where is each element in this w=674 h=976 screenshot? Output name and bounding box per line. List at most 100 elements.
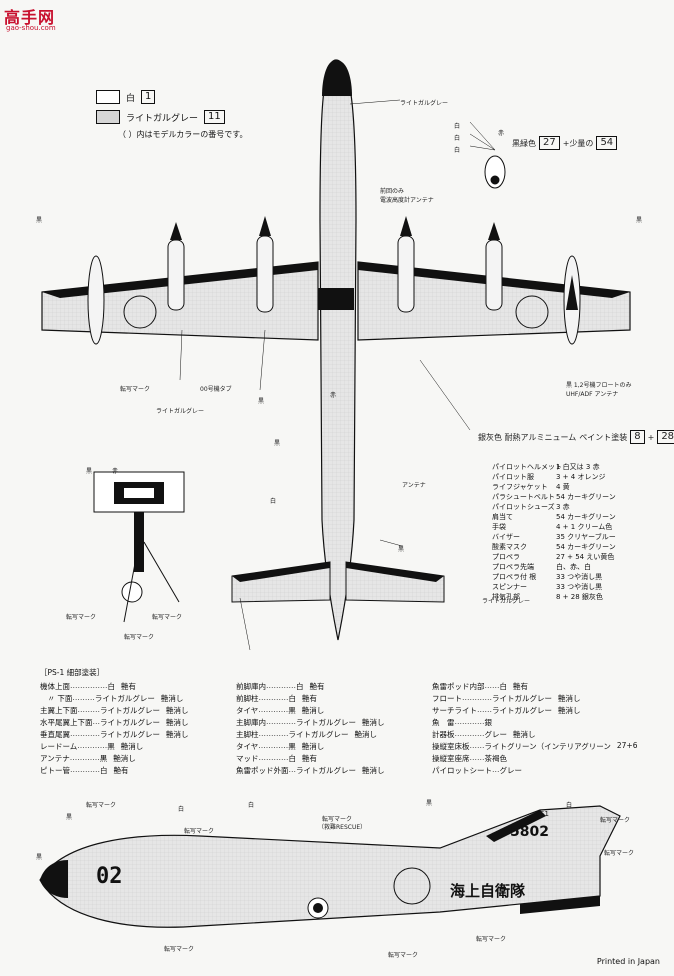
spec-finish: 艶有 bbox=[513, 682, 528, 691]
spec-row: パイロットシート…グレー bbox=[432, 765, 528, 778]
pilot-row: 肩当て 54 カーキグリーン bbox=[492, 512, 616, 522]
spec-name: ピトー管 bbox=[40, 766, 70, 775]
spec-fill: ………… bbox=[266, 681, 296, 690]
label-black-left: 黒 bbox=[36, 217, 43, 224]
pilot-item-name: パイロットシューズ bbox=[492, 503, 555, 511]
spec-row: 機体上面……………白艶有 bbox=[40, 681, 136, 694]
legend-swatch-gray bbox=[96, 110, 120, 124]
spec-row: 魚雷ポッド内部……白艶有 bbox=[432, 681, 528, 694]
pilot-item-value: 54 カーキグリーン bbox=[556, 493, 616, 501]
spec-heading: ［PS-1 細部塗装］ bbox=[40, 668, 105, 677]
spec-fill: ………… bbox=[69, 753, 100, 762]
spec-name: レードーム bbox=[40, 742, 78, 751]
watermark-logo: 高手网 gao-shou.com bbox=[4, 4, 66, 34]
spec-finish: 艶消し bbox=[558, 694, 581, 703]
label-detail-decal2: 転写マーク bbox=[152, 614, 183, 621]
spec-fill: … bbox=[288, 765, 297, 774]
pilot-item-value: 33 つや消し黒 bbox=[556, 573, 603, 581]
label-white-1: 白 bbox=[454, 123, 461, 130]
label-lower-mix-mid: +少量の bbox=[562, 138, 594, 148]
spec-value: ライトガルグレー bbox=[100, 706, 160, 715]
pilot-item-value: 54 カーキグリーン bbox=[556, 513, 616, 521]
spec-name: 水平尾翼上下面 bbox=[40, 718, 93, 727]
spec-name: フロート bbox=[432, 694, 462, 703]
label-silver-code1: 8 bbox=[630, 430, 645, 444]
watermark-title: 高手网 bbox=[4, 8, 56, 27]
label-lower-mix-code2: 54 bbox=[596, 136, 618, 150]
spec-fill: ………… bbox=[70, 729, 100, 738]
side-black-c: 黒 bbox=[426, 800, 433, 807]
propeller-spinners bbox=[170, 216, 500, 240]
pilot-item-name: プロペラ先端 bbox=[492, 563, 534, 571]
side-decal-c: 転写マーク bbox=[322, 816, 353, 823]
spec-row: 主脚柱…………ライトガルグレー艶消し bbox=[236, 729, 377, 742]
spec-name: 主脚柱 bbox=[236, 730, 259, 739]
lower-detail-head bbox=[484, 155, 506, 189]
spec-value: 白 bbox=[288, 694, 297, 703]
spec-row: 主翼上下面………ライトガルグレー艶消し bbox=[40, 705, 189, 718]
spec-value: ライトガルグレー bbox=[296, 766, 356, 775]
side-decal-d: 転写マーク bbox=[600, 817, 631, 824]
side-hull-black bbox=[520, 896, 600, 914]
side-tail-number: 5802 bbox=[510, 824, 549, 840]
label-light-gull-gray-tail: ライトガルグレー bbox=[482, 598, 531, 605]
label-detail-red: 赤 bbox=[112, 468, 119, 475]
spec-name: マッド bbox=[236, 754, 259, 763]
label-detail-decal1: 転写マーク bbox=[66, 614, 97, 621]
label-decal-left: 転写マーク bbox=[120, 386, 151, 393]
spec-finish: 艶消し bbox=[513, 730, 536, 739]
pilot-item-name: パイロット服 bbox=[492, 473, 534, 481]
nose-gear-detail bbox=[93, 471, 185, 623]
side-white-b: 白 bbox=[248, 802, 255, 809]
spec-row: マッド…………白艶有 bbox=[236, 753, 317, 766]
pilot-item-value: 54 カーキグリーン bbox=[556, 543, 616, 551]
spec-finish: 27+6 bbox=[616, 741, 638, 750]
label-antenna: アンテナ bbox=[402, 482, 426, 489]
spec-fill: ………… bbox=[258, 753, 289, 762]
pilot-item-value: 4 + 1 クリーム色 bbox=[556, 523, 613, 531]
label-lower-mix-prefix: 黒緑色 bbox=[512, 138, 536, 148]
label-black-left-2: 黒 bbox=[258, 398, 265, 405]
spec-finish: 艶消し bbox=[558, 706, 581, 715]
pilot-item-name: 肩当て bbox=[492, 513, 513, 521]
spec-value: 黒 bbox=[288, 706, 296, 715]
leader-lines bbox=[179, 99, 496, 651]
spec-value: 銀 bbox=[484, 718, 493, 727]
spec-name: タイヤ bbox=[236, 706, 259, 715]
pilot-item-name: パイロットヘルメット bbox=[492, 463, 562, 471]
spec-row: タイヤ…………黒艶消し bbox=[236, 741, 324, 754]
spec-finish: 艶有 bbox=[121, 682, 136, 691]
spec-fill: ……… bbox=[72, 693, 95, 702]
pilot-item-name: バイザー bbox=[492, 533, 520, 541]
spec-name: 主脚庫内 bbox=[236, 718, 266, 727]
side-decal-g: 転写マーク bbox=[388, 952, 419, 959]
spec-fill: …… bbox=[469, 741, 485, 750]
tailplane-right bbox=[345, 561, 445, 603]
spec-value: 白 bbox=[288, 754, 297, 763]
pilot-item-name: プロペラ付 根 bbox=[492, 573, 537, 581]
spec-name: 操縦室座席 bbox=[432, 754, 470, 763]
side-radome bbox=[40, 860, 68, 898]
spec-row: 主脚庫内…………ライトガルグレー艶消し bbox=[236, 717, 385, 730]
legend-label-white: 白 bbox=[126, 93, 136, 104]
label-white-mid: 白 bbox=[270, 498, 277, 505]
spec-row: サーチライト……ライトガルグレー艶消し bbox=[432, 705, 581, 718]
spec-name: 前脚柱 bbox=[236, 694, 259, 703]
spec-value: ライトガルグレー bbox=[100, 718, 160, 727]
label-silver-prefix: 銀灰色 耐熱アルミニューム bbox=[478, 432, 577, 442]
spec-finish: 艶有 bbox=[302, 694, 317, 703]
pilot-item-name: スピンナー bbox=[492, 583, 527, 591]
side-view-drawing bbox=[39, 805, 621, 928]
side-fuselage bbox=[39, 805, 621, 928]
spec-value: ライトグリーン（インテリアグリーン bbox=[484, 742, 611, 751]
label-black-fin: 黒 bbox=[398, 546, 405, 553]
side-fin-black bbox=[486, 810, 546, 842]
spec-value: 白 bbox=[499, 682, 508, 691]
side-black-b: 黒 bbox=[36, 854, 43, 861]
